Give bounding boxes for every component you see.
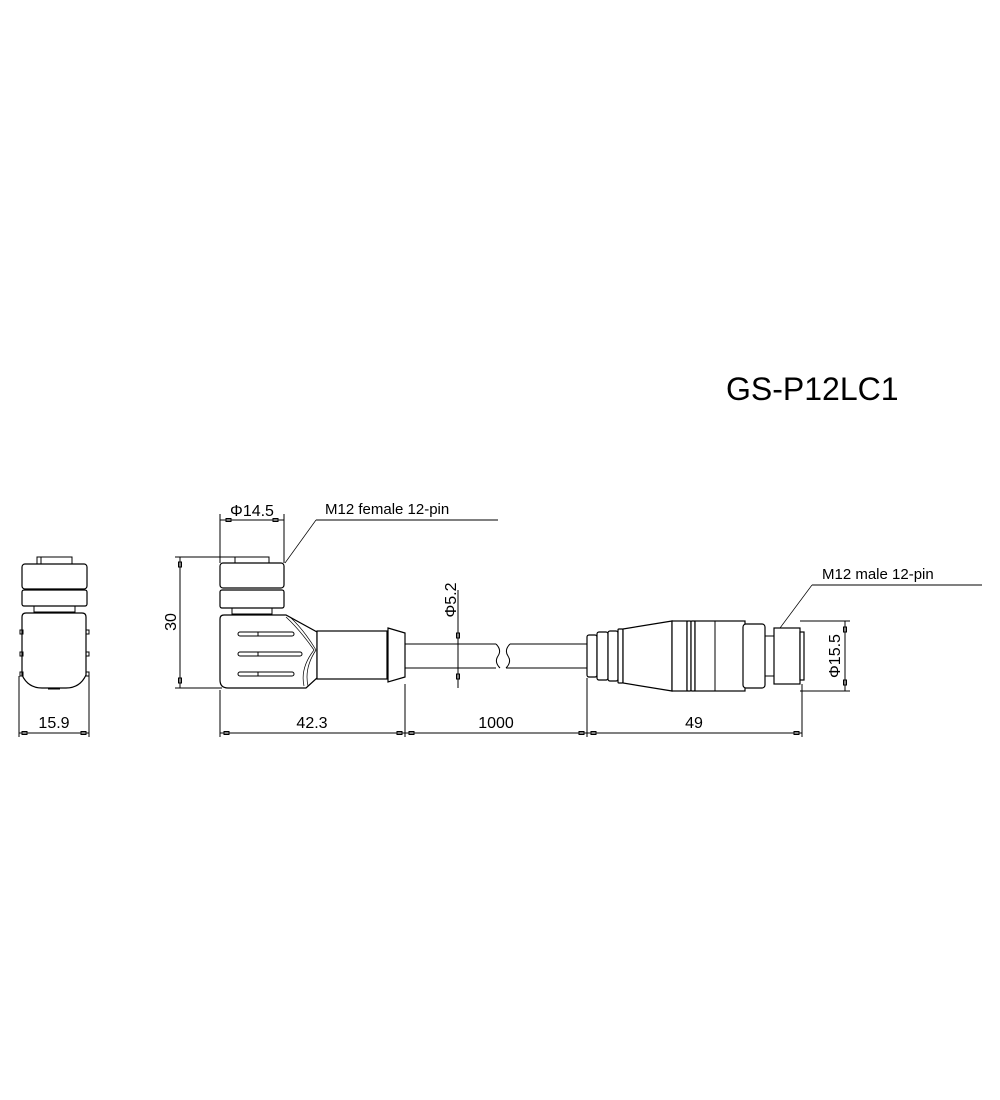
male-connector-label: M12 male 12-pin [822, 566, 934, 583]
cable [405, 643, 587, 669]
dim-female-height: 30 [163, 613, 180, 631]
drawing-title: GS-P12LC1 [726, 371, 899, 407]
dim-cable-diameter: Φ5.2 [443, 582, 460, 617]
dim-male-length: 49 [685, 715, 703, 732]
male-straight-connector [586, 620, 805, 692]
dim-cable-length: 1000 [478, 715, 514, 732]
female-connector-label: M12 female 12-pin [325, 501, 449, 518]
female-elbow-connector [219, 556, 406, 689]
dim-male-diameter: Φ15.5 [827, 634, 844, 678]
dim-female-length: 42.3 [296, 715, 327, 732]
dim-female-diameter: Φ14.5 [230, 503, 274, 520]
dim-side-width: 15.9 [38, 715, 69, 732]
female-connector-side-view: 15.9 [18, 556, 90, 737]
